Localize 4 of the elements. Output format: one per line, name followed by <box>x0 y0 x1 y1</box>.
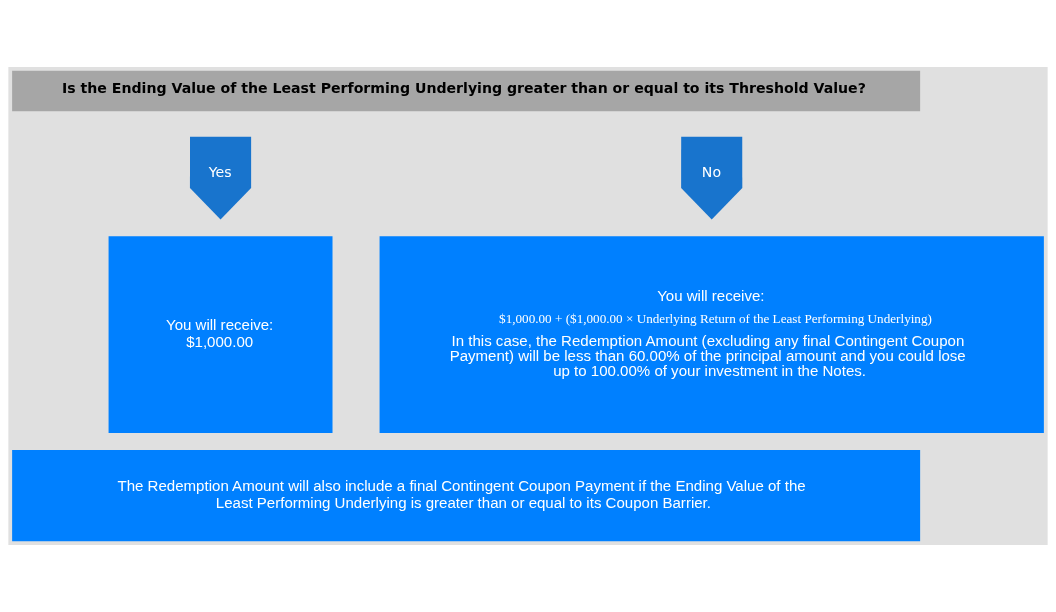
node-box: Is the Ending Value of the Least Performing Underlying greater than or equal to its Threshold Value? <box>12 70 921 112</box>
node-box: You will receive: $1,000.00 + ($1,000.00 × Underlying Return of the Least Performing Underlying) In this case, the Redemption Amount (excluding any final Contingent Coupon Payment) will be less than 60.00% of the principal amount and you could lose up to 100.00% of your investment in the Notes. <box>379 236 1044 434</box>
node-box: The Redemption Amount will also include a final Contingent Coupon Payment if the Ending Value of the Least Performing Underlying is greater than or equal to its Coupon Barrier. <box>12 449 921 542</box>
node-box: You will receive: $1,000.00 <box>108 236 333 434</box>
